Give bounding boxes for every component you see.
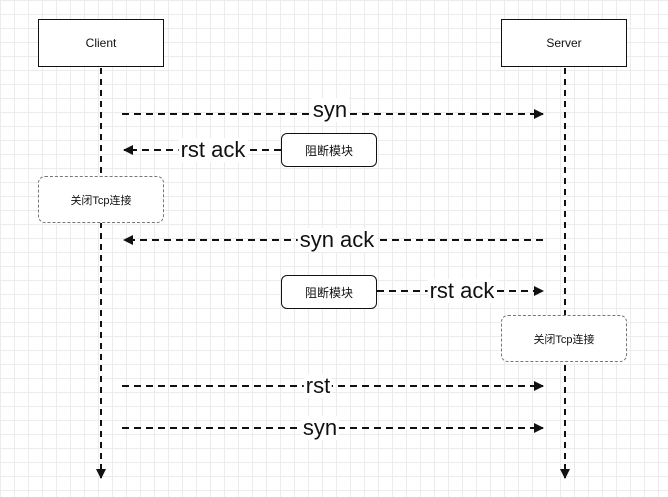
message-label-2: rst ack <box>178 137 248 162</box>
client-actor: Client <box>38 19 164 67</box>
client-close-label: 关闭Tcp连接 <box>70 194 132 207</box>
client-close-note: 关闭Tcp连接 <box>38 176 164 223</box>
message-label-6: syn <box>300 415 340 440</box>
block-module-2-label: 阻断模块 <box>304 285 353 300</box>
block-module-1-label: 阻断模块 <box>304 143 353 158</box>
server-label: Server <box>546 36 582 50</box>
server-actor: Server <box>501 19 627 67</box>
message-label-4: rst ack <box>427 278 497 303</box>
message-label-3: syn ack <box>297 227 377 252</box>
server-close-note: 关闭Tcp连接 <box>501 315 627 362</box>
message-label-1: syn <box>310 97 350 122</box>
block-module-1: 阻断模块 <box>281 133 377 167</box>
message-label-5: rst <box>303 373 333 398</box>
server-close-label: 关闭Tcp连接 <box>533 333 595 346</box>
client-label: Client <box>85 36 117 50</box>
block-module-2: 阻断模块 <box>281 275 377 309</box>
